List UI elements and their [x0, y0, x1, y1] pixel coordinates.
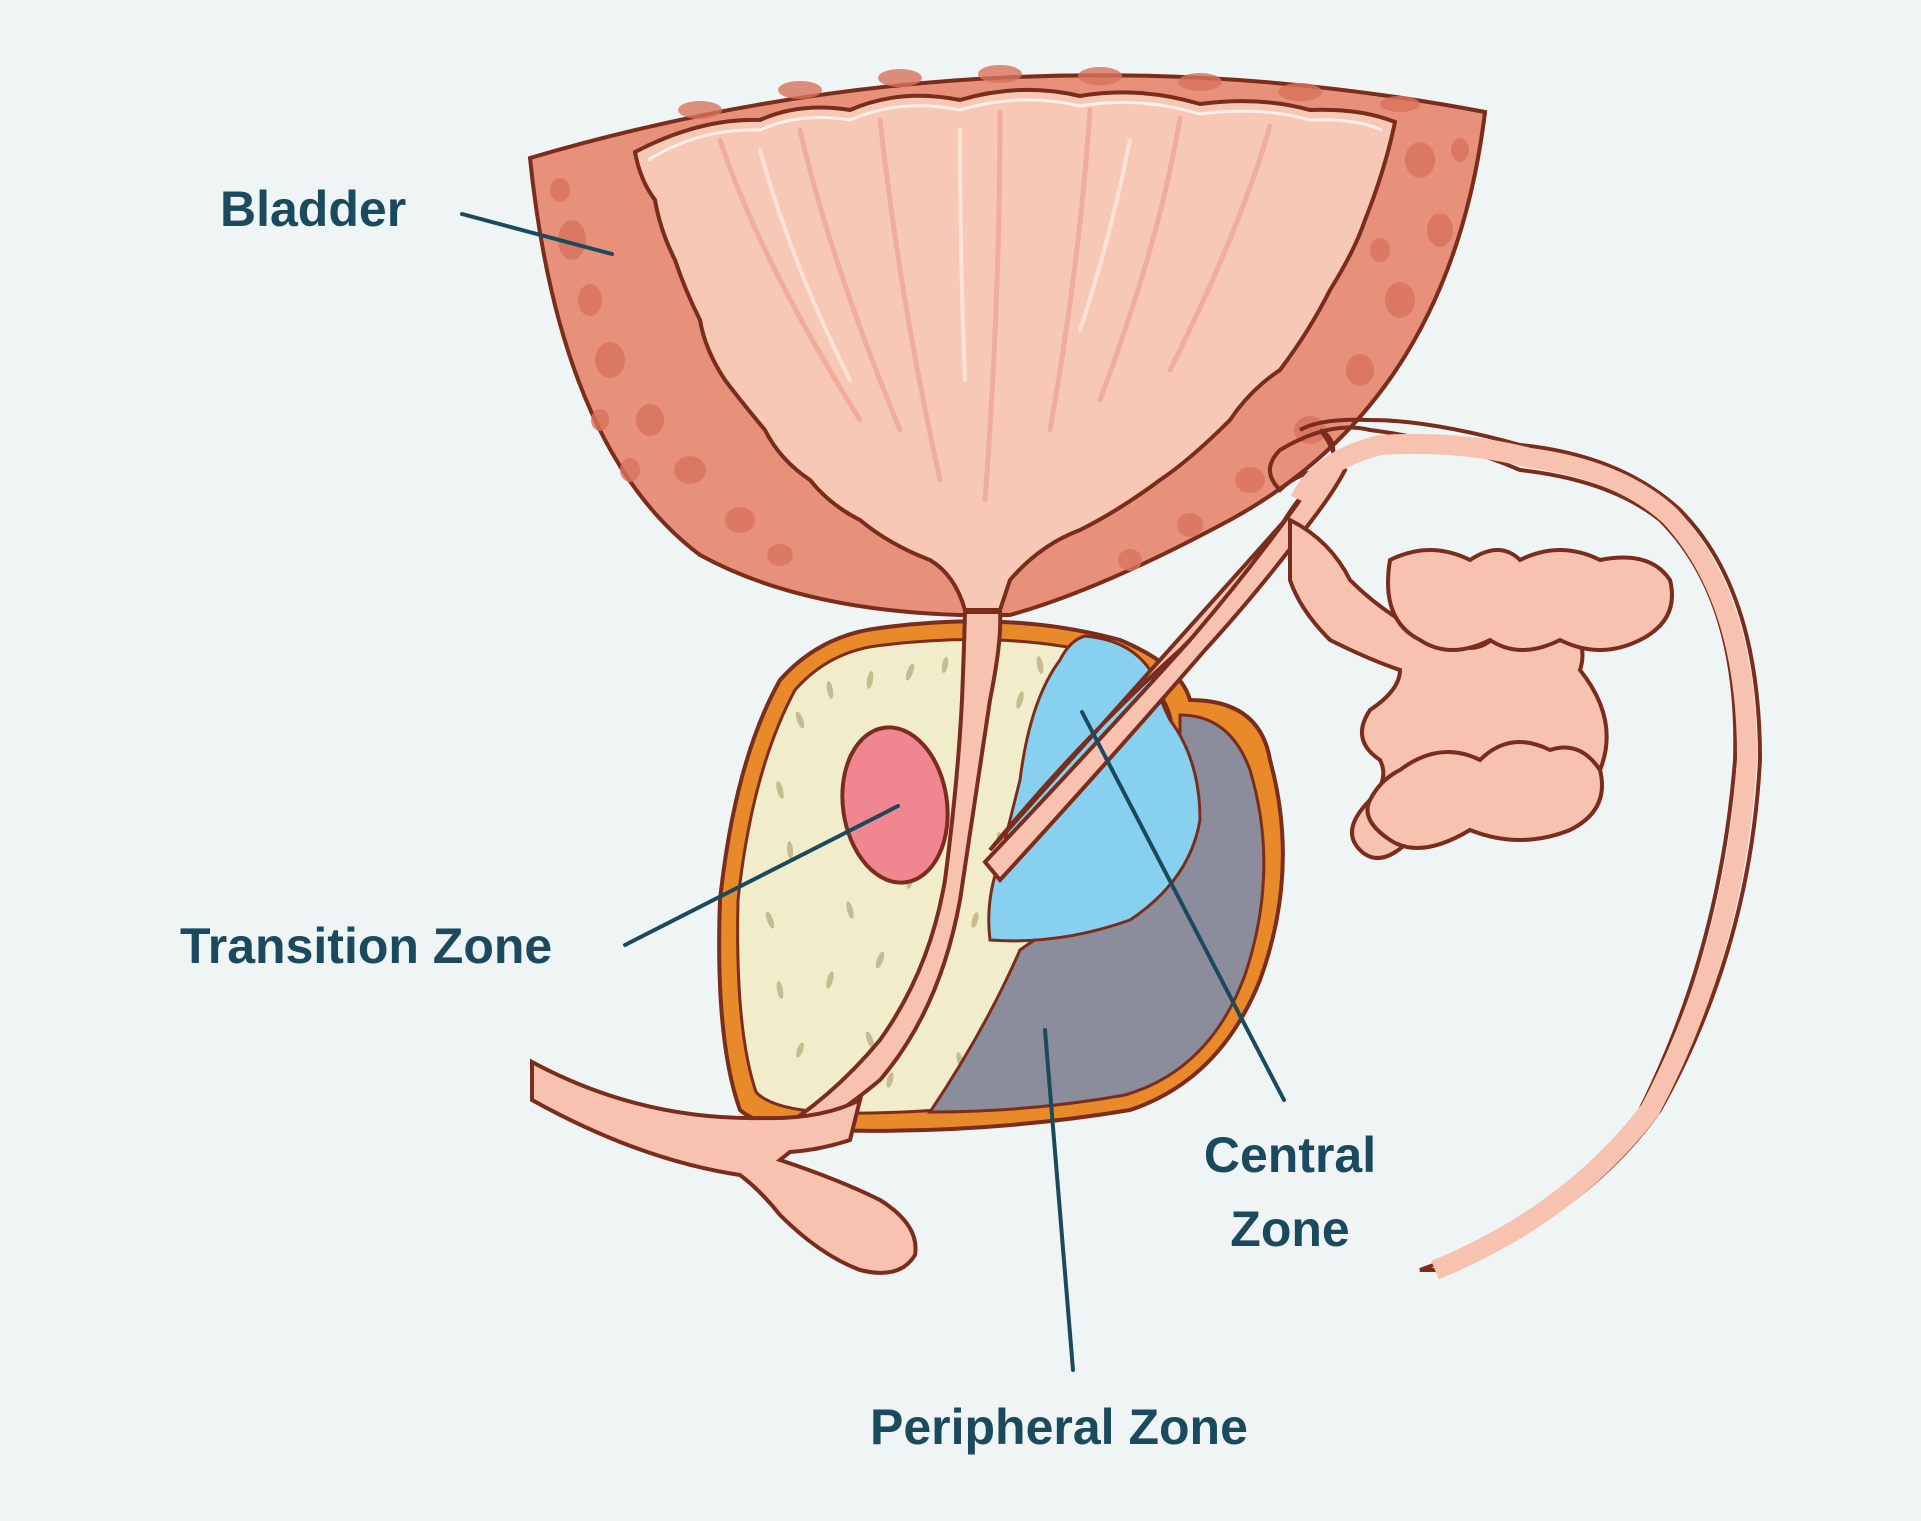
bladder-folds: [717, 107, 1273, 503]
central-zone-label: Central Zone: [1150, 1118, 1430, 1266]
membranous-urethra: [530, 1058, 918, 1275]
leader-lines: [460, 212, 1286, 1372]
transition-zone-leader-line: [623, 804, 900, 947]
transition-zone-label: Transition Zone: [180, 918, 553, 974]
peripheral-zone-label: Peripheral Zone: [870, 1399, 1248, 1455]
peripheral-zone-leader-line: [1043, 1028, 1075, 1372]
bladder: [527, 65, 1488, 617]
central-zone-label-line2: Zone: [1230, 1201, 1350, 1257]
bladder-highlights: [758, 128, 1132, 382]
seminal-vesicle: [1288, 516, 1674, 860]
central-zone-leader-line: [1080, 710, 1286, 1102]
transition-zone-texture: [765, 656, 1044, 1088]
bladder-leader-line: [460, 212, 614, 256]
vas-deferens: [1268, 417, 1763, 1280]
transition-zone-nodule: [840, 725, 950, 885]
seminal-vesicle-lobes: [1386, 548, 1674, 652]
bladder-wall-texture: [550, 65, 1469, 571]
vas-deferens-fill: [1291, 433, 1758, 1280]
central-zone-label-line1: Central: [1203, 1127, 1377, 1183]
bladder-lumen-inner-line: [647, 98, 1383, 162]
urethra: [530, 428, 1348, 1275]
seminal-vesicle-lower: [1365, 740, 1604, 850]
bladder-label: Bladder: [220, 181, 407, 237]
